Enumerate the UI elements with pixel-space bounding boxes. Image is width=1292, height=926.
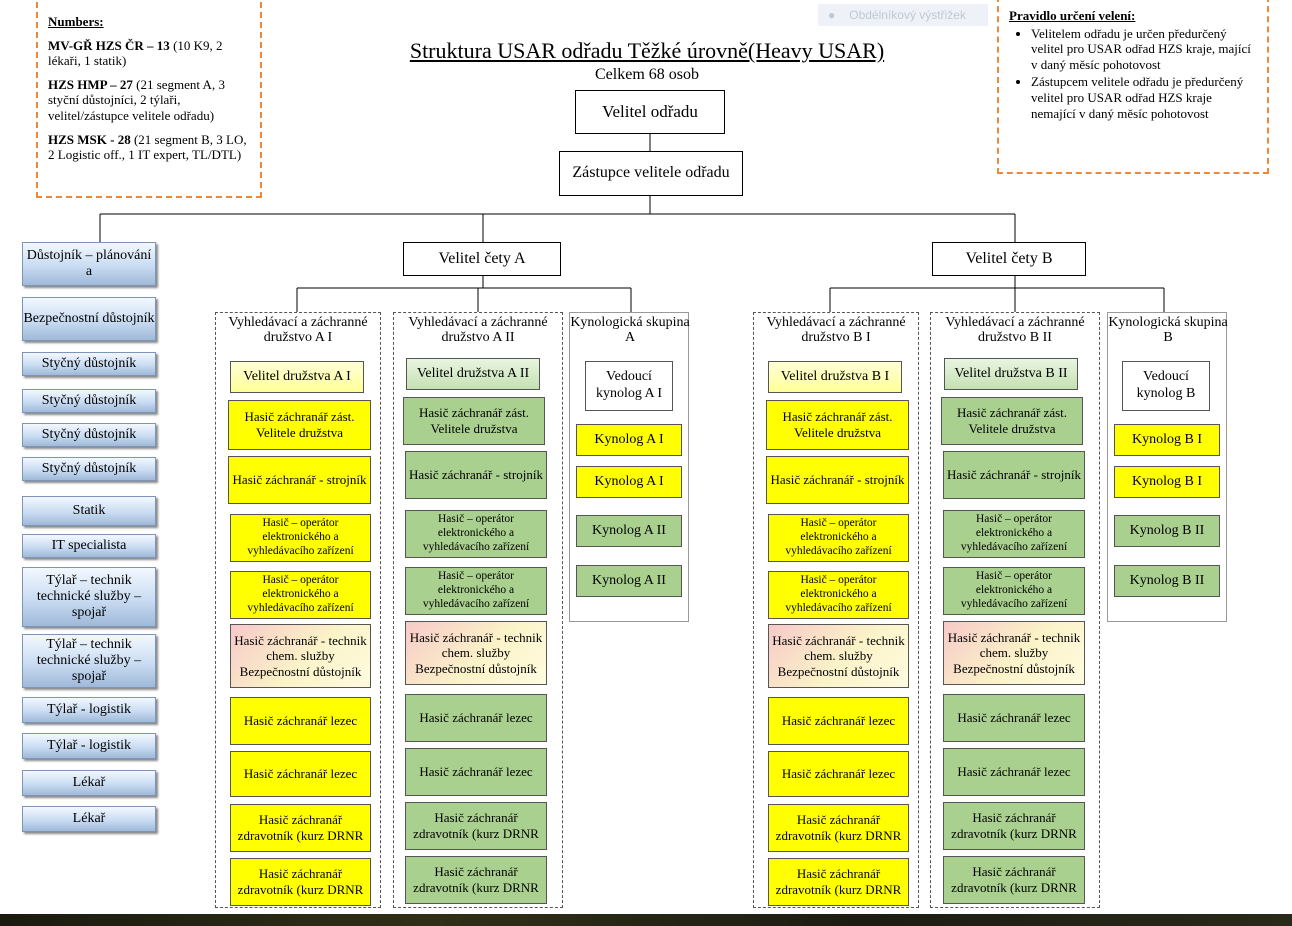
squad-b2-cell: Hasič záchranář lezec [943, 748, 1085, 796]
squad-a2-title: Vyhledávací a záchranné družstvo A II [408, 315, 548, 346]
snipping-tool-text: Obdélníkový výstřižek [849, 8, 966, 22]
deputy-box: Zástupce velitele odřadu [559, 151, 743, 196]
squad-a1-cell: Hasič – operátor elektronického a vyhled… [230, 571, 371, 619]
squad-b1-cell: Hasič – operátor elektronického a vyhled… [768, 514, 909, 562]
squad-b2-cell: Hasič záchranář - strojník [943, 451, 1085, 499]
squad-b1-cell: Hasič záchranář - strojník [766, 456, 909, 504]
rule-heading: Pravidlo určení velení: [1009, 8, 1136, 23]
commander-box: Velitel odřadu [575, 90, 725, 134]
platoon-b-box: Velitel čety B [932, 242, 1086, 276]
squad-b1-cell: Hasič záchranář zdravotník (kurz DRNR [768, 804, 909, 852]
page-title: Struktura USAR odřadu Těžké úrovně(Heavy… [409, 38, 885, 63]
squad-a2-cell: Hasič – operátor elektronického a vyhled… [405, 510, 547, 558]
platoon-a-box: Velitel čety A [403, 242, 561, 276]
squad-b1-cell: Hasič záchranář zdravotník (kurz DRNR [768, 858, 909, 906]
squad-b1-title: Vyhledávací a záchranné družstvo B I [766, 315, 906, 346]
rule-list: Velitelem odřadu je určen předurčený vel… [1009, 26, 1257, 122]
squad-a2-cell: Hasič záchranář zdravotník (kurz DRNR [405, 802, 547, 850]
numbers-line-3: HZS MSK - 28 (21 segment B, 3 LO, 2 Logi… [48, 131, 247, 163]
squad-b2-cell: Hasič záchranář zdravotník (kurz DRNR [943, 802, 1085, 850]
staff-item: Týlař - logistik [22, 697, 156, 723]
staff-item: Důstojník – plánování a [22, 242, 156, 286]
squad-b2-leader: Velitel družstva B II [944, 358, 1078, 390]
squad-a2-cell: Hasič – operátor elektronického a vyhled… [405, 567, 547, 615]
k9-a-cell: Kynolog A II [576, 515, 682, 547]
squad-b1-cell: Hasič záchranář zást. Velitele družstva [766, 400, 909, 450]
bullet-icon: ● [828, 8, 836, 22]
k9-a-leader: Vedoucí kynolog A I [585, 361, 673, 411]
staff-item: Lékař [22, 806, 156, 832]
squad-a1-cell: Hasič záchranář - strojník [228, 456, 371, 504]
k9-b-cell: Kynolog B I [1114, 424, 1220, 456]
squad-a1-leader: Velitel družstva A I [230, 361, 364, 393]
squad-a2-cell: Hasič záchranář - technik chem. služby B… [405, 621, 547, 685]
k9-b-cell: Kynolog B II [1114, 515, 1220, 547]
squad-b2-cell: Hasič – operátor elektronického a vyhled… [943, 567, 1085, 615]
staff-item: Týlař – technik technické služby – spoja… [22, 567, 156, 627]
staff-item: Styčný důstojník [22, 457, 156, 481]
k9-a-cell: Kynolog A I [576, 424, 682, 456]
squad-b1-leader: Velitel družstva B I [768, 361, 902, 393]
k9-b-cell: Kynolog B II [1114, 565, 1220, 597]
k9-b-leader: Vedoucí kynolog B [1122, 361, 1210, 411]
squad-a2-cell: Hasič záchranář lezec [405, 748, 547, 796]
page-subtitle: Celkem 68 osob [595, 66, 699, 83]
numbers-note: Numbers: MV-GŘ HZS ČR – 13 (10 K9, 2 lék… [36, 2, 262, 198]
squad-a1-cell: Hasič záchranář - technik chem. služby B… [230, 624, 371, 688]
squad-b2-title: Vyhledávací a záchranné družstvo B II [945, 315, 1085, 346]
squad-b2-cell: Hasič záchranář - technik chem. služby B… [943, 621, 1085, 685]
rule-item-1: Velitelem odřadu je určen předurčený vel… [1031, 26, 1257, 73]
staff-item: Týlař – technik technické služby – spoja… [22, 634, 156, 688]
squad-a2-cell: Hasič záchranář lezec [405, 694, 547, 742]
squad-b2-cell: Hasič – operátor elektronického a vyhled… [943, 510, 1085, 558]
numbers-line-2: HZS HMP – 27 (21 segment A, 3 styční důs… [48, 76, 225, 123]
squad-a2-cell: Hasič záchranář zdravotník (kurz DRNR [405, 856, 547, 904]
squad-a1-cell: Hasič záchranář zdravotník (kurz DRNR [230, 858, 371, 906]
squad-a1-title: Vyhledávací a záchranné družstvo A I [228, 315, 368, 346]
squad-b1-cell: Hasič – operátor elektronického a vyhled… [768, 571, 909, 619]
squad-b2-cell: Hasič záchranář lezec [943, 694, 1085, 742]
numbers-heading: Numbers: [48, 14, 104, 29]
squad-b2-cell: Hasič záchranář zdravotník (kurz DRNR [943, 856, 1085, 904]
staff-item: IT specialista [22, 534, 156, 558]
squad-b1-cell: Hasič záchranář lezec [768, 751, 909, 797]
background-strip [0, 914, 1292, 926]
squad-a2-leader: Velitel družstva A II [406, 358, 540, 390]
squad-b1-cell: Hasič záchranář lezec [768, 697, 909, 745]
staff-item: Lékař [22, 770, 156, 796]
k9-a-cell: Kynolog A I [576, 466, 682, 498]
squad-a2-cell: Hasič záchranář zást. Velitele družstva [403, 397, 545, 445]
squad-a1-cell: Hasič záchranář zást. Velitele družstva [228, 400, 371, 450]
staff-item: Styčný důstojník [22, 389, 156, 413]
numbers-line-1: MV-GŘ HZS ČR – 13 (10 K9, 2 lékaři, 1 st… [48, 37, 223, 69]
k9-a-title: Kynologická skupina A [570, 315, 690, 346]
squad-a1-cell: Hasič záchranář zdravotník (kurz DRNR [230, 804, 371, 852]
squad-b1-cell: Hasič záchranář - technik chem. služby B… [768, 624, 909, 688]
staff-item: Styčný důstojník [22, 352, 156, 376]
squad-a1-cell: Hasič záchranář lezec [230, 751, 371, 797]
squad-a2-cell: Hasič záchranář - strojník [405, 451, 547, 499]
squad-b2-cell: Hasič záchranář zást. Velitele družstva [941, 397, 1083, 445]
squad-a1-cell: Hasič – operátor elektronického a vyhled… [230, 514, 371, 562]
staff-item: Styčný důstojník [22, 423, 156, 447]
staff-item: Bezpečnostní důstojník [22, 297, 156, 341]
command-rule-note: Pravidlo určení velení: Velitelem odřadu… [997, 0, 1269, 174]
rule-item-2: Zástupcem velitele odřadu je předurčený … [1031, 74, 1257, 121]
k9-b-title: Kynologická skupina B [1108, 315, 1228, 346]
squad-a1-cell: Hasič záchranář lezec [230, 697, 371, 745]
k9-a-cell: Kynolog A II [576, 565, 682, 597]
k9-b-cell: Kynolog B I [1114, 466, 1220, 498]
snipping-tool-label[interactable]: ● Obdélníkový výstřižek [818, 4, 988, 26]
staff-item: Týlař - logistik [22, 733, 156, 759]
staff-item: Statik [22, 496, 156, 526]
